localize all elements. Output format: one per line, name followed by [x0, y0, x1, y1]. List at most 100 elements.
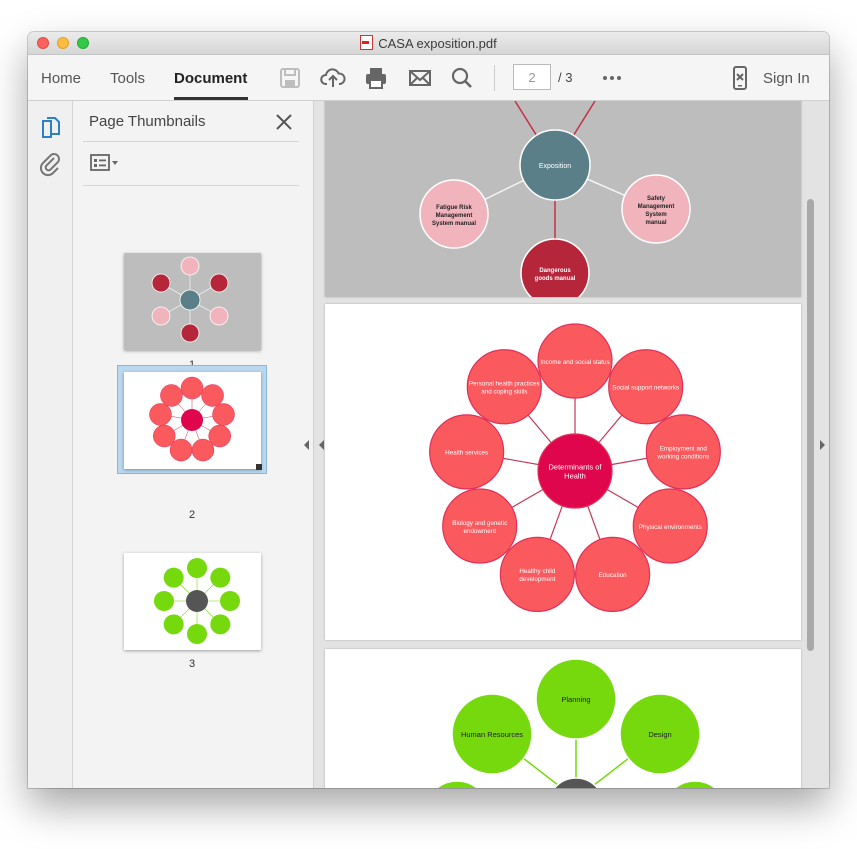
tab-home[interactable]: Home [41, 70, 82, 87]
window-title: CASA exposition.pdf [378, 36, 497, 51]
doc-left-collapse-arrow[interactable] [319, 440, 324, 450]
exposition-center-node [519, 129, 591, 201]
thumb2-node [169, 438, 193, 462]
tab-document[interactable]: Document [174, 70, 248, 87]
page3-node-right-lower [673, 780, 717, 788]
design-label: Design [648, 730, 671, 739]
email-icon[interactable] [407, 65, 433, 91]
app-window: CASA exposition.pdf Home Tools Document … [28, 32, 829, 788]
page2-node [537, 323, 613, 399]
thumb3-node [187, 624, 207, 644]
pdf-file-icon [360, 35, 374, 50]
page-number-input[interactable] [513, 64, 551, 90]
attachments-icon[interactable] [38, 151, 64, 177]
sidebar-rail [28, 101, 73, 788]
thumb3-node [154, 591, 174, 611]
panel-divider-2 [83, 185, 299, 186]
page2-node-label: Physical environments [639, 524, 702, 531]
design-node [619, 693, 701, 775]
right-pane-expand-arrow[interactable] [820, 440, 825, 450]
page2-node [645, 414, 721, 490]
cloud-upload-icon[interactable] [320, 65, 346, 91]
thumb3-node [220, 591, 240, 611]
window-title-wrap: CASA exposition.pdf [28, 35, 829, 51]
human-resources-node [451, 693, 533, 775]
thumb3-node [210, 567, 231, 588]
maximize-window-button[interactable] [77, 37, 89, 49]
thumb3-node [163, 567, 184, 588]
human-resources-label: Human Resources [461, 730, 523, 739]
save-icon[interactable] [277, 65, 303, 91]
vertical-scrollbar-thumb[interactable] [807, 199, 814, 651]
page2-node [608, 349, 684, 425]
page3-center-node [553, 777, 599, 788]
determinants-center-node [537, 433, 613, 509]
print-icon[interactable] [363, 65, 389, 91]
page-total: / 3 [558, 70, 573, 85]
page3-node-left-lower [435, 780, 479, 788]
thumb3-node [210, 614, 231, 635]
close-panel-icon[interactable] [273, 111, 295, 133]
page2-node-label: Income and social status [540, 359, 609, 366]
page-thumbnails-icon[interactable] [38, 115, 64, 141]
more-options-icon[interactable] [599, 65, 625, 91]
page2-node [499, 536, 575, 612]
page2-node [429, 414, 505, 490]
page2-node [575, 536, 651, 612]
thumb2-node [153, 424, 176, 448]
active-tab-indicator [174, 97, 248, 100]
thumbnail-page-1[interactable] [124, 253, 261, 350]
page2-node-label: Education [599, 572, 628, 579]
page1-center-label: Exposition [539, 163, 571, 170]
main-toolbar: Home Tools Document / 3 Sign In [28, 55, 829, 101]
thumbnail-label-3: 3 [188, 658, 196, 670]
dangerous-goods-node [520, 238, 590, 297]
thumb2-node [180, 376, 204, 400]
collapse-left-panel-arrow[interactable] [304, 440, 309, 450]
thumb3-node [187, 558, 207, 578]
thumb2-node [160, 384, 183, 407]
planning-node [535, 658, 617, 740]
thumb2-node [149, 403, 172, 426]
close-window-button[interactable] [37, 37, 49, 49]
document-page-3: Planning Design Human Resources [325, 649, 801, 788]
sign-in-button[interactable]: Sign In [763, 70, 810, 87]
planning-label: Planning [561, 695, 590, 704]
thumb2-node [201, 384, 224, 407]
panel-title: Page Thumbnails [89, 113, 206, 130]
safety-management-node [621, 174, 691, 244]
mobile-link-icon[interactable] [727, 65, 753, 91]
panel-divider [83, 141, 299, 142]
thumb3-node [163, 614, 184, 635]
thumbnail-page-3[interactable] [124, 553, 261, 650]
toolbar-separator [494, 65, 495, 91]
page2-node [442, 488, 518, 564]
title-bar: CASA exposition.pdf [28, 32, 829, 55]
page2-node [466, 349, 542, 425]
thumb2-center [181, 409, 203, 431]
search-icon[interactable] [449, 65, 475, 91]
thumb2-node [191, 438, 215, 462]
thumb3-center [186, 590, 208, 612]
thumb2-node [208, 424, 231, 448]
fatigue-risk-node [419, 179, 489, 249]
thumbnail-page-2[interactable] [124, 372, 261, 469]
page-thumbnails-panel: Page Thumbnails [73, 101, 314, 788]
thumb2-node [212, 403, 235, 426]
thumbnail-options-icon[interactable] [89, 152, 125, 174]
page2-node [632, 488, 708, 564]
tab-tools[interactable]: Tools [110, 70, 146, 87]
minimize-window-button[interactable] [57, 37, 69, 49]
thumbnail-resize-handle[interactable] [256, 464, 262, 470]
